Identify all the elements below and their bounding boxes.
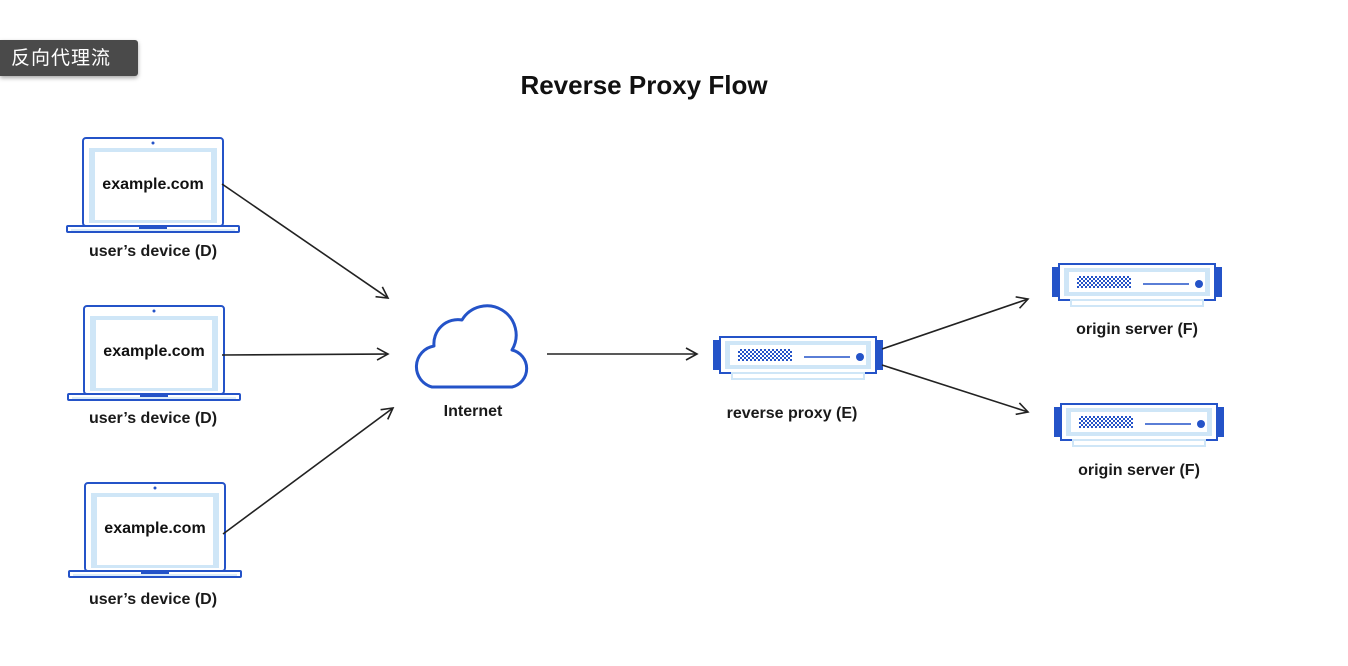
device-screen-text: example.com bbox=[104, 520, 205, 537]
arrow-device1-to-internet bbox=[221, 183, 390, 299]
language-tag: 反向代理流 bbox=[0, 40, 138, 76]
arrow-device3-to-internet bbox=[222, 407, 395, 535]
internet-label: Internet bbox=[444, 403, 503, 420]
user-device-label: user’s device (D) bbox=[89, 243, 217, 260]
reverse-proxy-server-icon bbox=[712, 336, 884, 380]
user-device-label: user’s device (D) bbox=[89, 410, 217, 427]
user-device-label: user’s device (D) bbox=[89, 591, 217, 608]
diagram-title: Reverse Proxy Flow bbox=[520, 70, 768, 100]
device-screen-text: example.com bbox=[102, 176, 203, 193]
internet-cloud-icon bbox=[414, 304, 529, 389]
reverse-proxy-label: reverse proxy (E) bbox=[727, 405, 858, 422]
device-screen-text: example.com bbox=[103, 343, 204, 360]
arrow-proxy-to-origin2 bbox=[881, 364, 1030, 416]
origin-server-label: origin server (F) bbox=[1078, 462, 1200, 479]
user-device-1: example.com bbox=[66, 137, 240, 233]
user-device-3: example.com bbox=[68, 482, 242, 578]
origin-server-label: origin server (F) bbox=[1076, 321, 1198, 338]
user-device-2: example.com bbox=[67, 305, 241, 401]
arrow-device2-to-internet bbox=[221, 347, 390, 361]
origin-server-2-icon bbox=[1053, 403, 1225, 447]
arrow-proxy-to-origin1 bbox=[881, 296, 1030, 350]
origin-server-1-icon bbox=[1051, 263, 1223, 307]
